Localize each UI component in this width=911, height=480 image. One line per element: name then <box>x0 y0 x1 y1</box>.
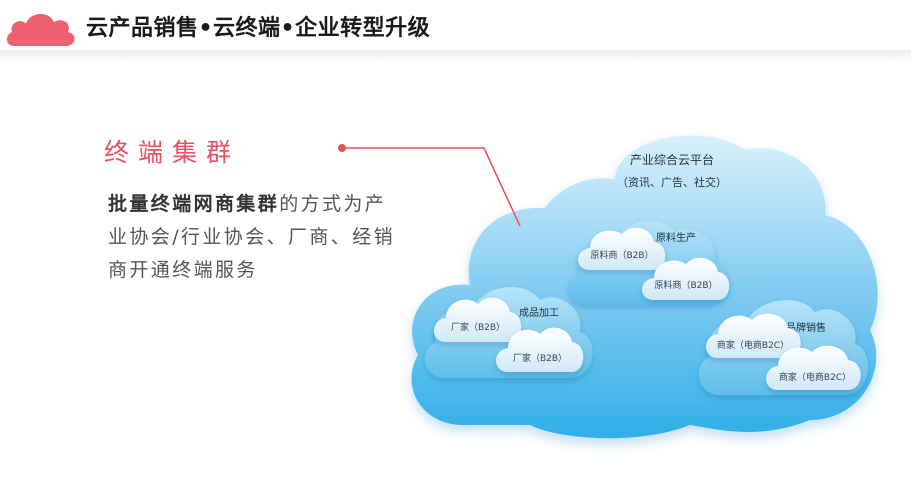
node-label: 原料商（B2B） <box>590 249 653 261</box>
description-bold: 批量终端网商集群 <box>108 193 280 215</box>
merchant-cloud <box>766 345 861 390</box>
section-description: 批量终端网商集群的方式为产业协会/行业协会、厂商、经销商开通终端服务 <box>108 188 398 287</box>
group-title: 品牌销售 <box>786 321 826 334</box>
group-title: 成品加工 <box>519 307 559 319</box>
node-label: 商家（电商B2C） <box>779 371 851 383</box>
section-title: 终端集群 <box>104 138 241 167</box>
group-brand-sales: 品牌销售 商家（电商B2C） 商家（电商B2C） <box>698 300 868 395</box>
node-label: 厂家（B2B） <box>513 352 567 364</box>
platform-title: 产业综合云平台 <box>630 152 714 167</box>
node-label: 商家（电商B2C） <box>717 339 789 351</box>
node-label: 厂家（B2B） <box>451 321 505 333</box>
group-title: 原料生产 <box>656 231 696 244</box>
supplier-cloud <box>578 227 666 270</box>
supplier-cloud <box>642 257 730 300</box>
header-divider <box>0 50 911 64</box>
description-text: 的方式为产业协会/行业协会、厂商、经销商开通终端服务 <box>108 193 396 281</box>
node-label: 原料商（B2B） <box>654 279 717 291</box>
platform-subtitle: （资讯、广告、社交） <box>617 175 727 189</box>
page-title: 云产品销售•云终端•企业转型升级 <box>86 16 431 41</box>
group-raw-materials: 原料生产 原料商（B2B） 原料商（B2B） <box>568 220 730 305</box>
factory-cloud <box>434 297 522 342</box>
cloud-icon <box>6 13 75 46</box>
factory-cloud <box>496 327 584 372</box>
connector-line <box>338 144 521 227</box>
group-processing: 成品加工 厂家（B2B） 厂家（B2B） <box>424 286 593 378</box>
merchant-cloud <box>706 313 801 358</box>
